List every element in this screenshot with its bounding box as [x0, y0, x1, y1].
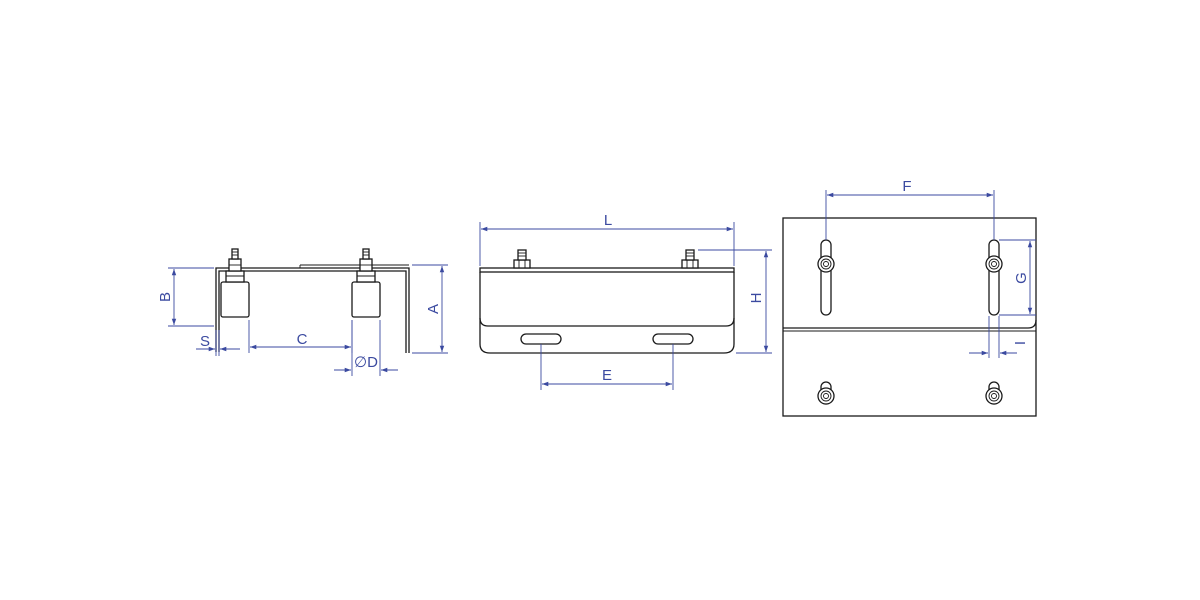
roller-left: [220, 248, 250, 318]
slot-bolt-right: [985, 239, 1003, 316]
dimension-H: H: [698, 249, 772, 354]
side-view: B S C ∅D A: [157, 248, 448, 376]
dimension-A: A: [412, 264, 448, 354]
dimension-C: C: [248, 320, 353, 353]
rear-plate: [782, 217, 1037, 417]
label-S: S: [200, 333, 210, 350]
front-view: L H E: [479, 212, 772, 390]
dimension-S: S: [196, 330, 240, 356]
dimension-D: ∅D: [334, 320, 398, 376]
label-L: L: [604, 212, 612, 229]
label-G: G: [1013, 272, 1030, 284]
dimension-B: B: [157, 267, 214, 327]
slot-bolt-left: [817, 239, 835, 316]
label-E: E: [602, 367, 612, 384]
lower-bolt-left: [817, 381, 835, 405]
slot-right: [652, 333, 694, 345]
dimension-I: I: [969, 316, 1029, 358]
bolt-right: [681, 249, 699, 269]
dimension-L: L: [479, 212, 735, 266]
dimension-F: F: [825, 178, 995, 240]
bolt-left: [513, 249, 531, 269]
dimension-G: G: [999, 239, 1036, 316]
front-plate: [479, 267, 735, 354]
label-I: I: [1012, 341, 1029, 345]
label-B: B: [157, 292, 174, 302]
label-H: H: [748, 293, 765, 304]
label-C: C: [297, 331, 308, 348]
roller-right: [351, 248, 381, 318]
dimension-E: E: [540, 344, 674, 390]
rear-view: F G I: [782, 178, 1037, 417]
label-A: A: [425, 304, 442, 314]
slot-left: [520, 333, 562, 345]
label-D: ∅D: [354, 354, 378, 371]
bracket-outline: [215, 264, 410, 353]
label-F: F: [902, 178, 911, 195]
lower-bolt-right: [985, 381, 1003, 405]
